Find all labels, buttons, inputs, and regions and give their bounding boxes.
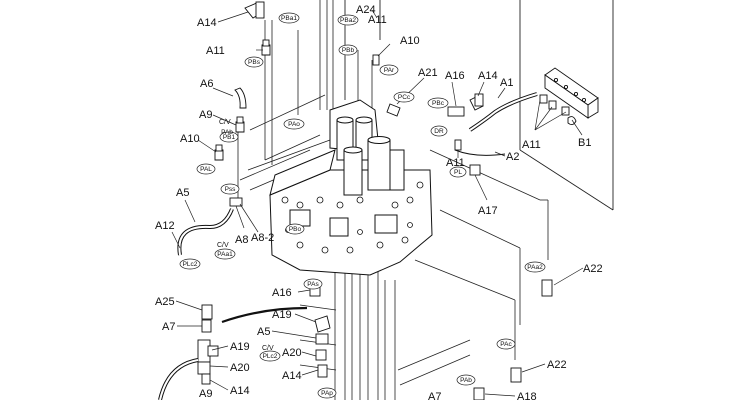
port-label-pba1: PBa1: [281, 15, 297, 22]
port-label-dr: DR: [434, 128, 444, 135]
callout-a16-top: A16: [445, 70, 465, 82]
port-label-pap: PAp: [321, 390, 333, 397]
port-oval-shapes: [179, 12, 546, 399]
callout-a7-left: A7: [162, 321, 175, 333]
callout-a25: A25: [155, 296, 175, 308]
callout-a16-mid: A16: [272, 287, 292, 299]
callout-cv-mid: C/V: [217, 242, 229, 249]
callout-a1: A1: [500, 77, 513, 89]
callout-b1: B1: [578, 137, 591, 149]
callout-a11-right: A11: [522, 139, 541, 151]
port-label-pab-low: PAb: [460, 377, 472, 384]
hose-assemblies: [158, 92, 538, 400]
callout-a8: A8: [235, 234, 248, 246]
port-label-plc2-left: PLc2: [183, 261, 198, 268]
port-label-par: PAr: [384, 67, 395, 74]
callout-a11-top: A11: [368, 14, 387, 26]
port-label-plc2-mid: PLc2: [263, 353, 278, 360]
callout-a14-top: A14: [197, 17, 217, 29]
callout-a14-right: A14: [478, 70, 498, 82]
callout-a22-bottom: A22: [547, 359, 567, 371]
callout-a17: A17: [478, 205, 498, 217]
callout-a10-left: A10: [180, 133, 200, 145]
part-callouts: A14 A24 A11 A11 A10 A6 A21 A16 A14 A1 A9…: [155, 4, 603, 400]
port-label-pbs: PBs: [248, 59, 261, 66]
port-label-pbc: PBc: [432, 100, 445, 107]
port-label-pab: PAb: [221, 129, 233, 136]
callout-a9-left: A9: [199, 109, 212, 121]
callout-a5-left: A5: [176, 187, 189, 199]
control-valve-body: [269, 99, 433, 276]
callout-cv-upper: C/V: [219, 119, 231, 126]
port-label-pl: PL: [454, 169, 462, 176]
port-labels: PBa1 PBa2 PBb PBs PAr PCc PBc PB1 PAb PA…: [183, 15, 544, 397]
port-label-pas: PAs: [307, 281, 319, 288]
callout-a14-mid: A14: [282, 370, 302, 382]
manifold-block-b1: [539, 67, 599, 126]
callout-a8-2: A8-2: [251, 232, 274, 244]
port-label-pbo: PBo: [289, 226, 302, 233]
callout-a2: A2: [506, 151, 519, 163]
port-label-paa2: PAa2: [527, 264, 543, 271]
callout-a19-left: A19: [230, 341, 250, 353]
port-label-pac: PAc: [500, 341, 512, 348]
callout-a11-mid: A11: [446, 157, 465, 169]
port-label-pbb: PBb: [342, 47, 355, 54]
callout-a20-left: A20: [230, 362, 250, 374]
callout-a18: A18: [517, 391, 537, 400]
callout-a22-top: A22: [583, 263, 603, 275]
port-label-paa1: PAa1: [217, 251, 233, 258]
port-label-pao: PAo: [288, 121, 300, 128]
fittings: [197, 1, 553, 400]
callout-a12: A12: [155, 220, 175, 232]
callout-a21: A21: [418, 67, 438, 79]
callout-cv-low: C/V: [262, 345, 274, 352]
port-label-pss: Pss: [225, 186, 237, 193]
callout-a14-left: A14: [230, 385, 250, 397]
callout-a7-bottom: A7: [428, 391, 441, 400]
port-label-pcc: PCc: [398, 94, 411, 101]
callout-a10-top: A10: [400, 35, 420, 47]
port-label-pb1: PB1: [223, 134, 236, 141]
callout-a6: A6: [200, 78, 213, 90]
callout-a20-mid: A20: [282, 347, 302, 359]
port-label-pba2: PBa2: [340, 17, 356, 24]
callout-a11-left: A11: [206, 45, 225, 57]
callout-a9-bottom: A9: [199, 388, 212, 400]
valve-port-holes: [281, 181, 424, 254]
callout-a24: A24: [356, 4, 376, 16]
port-label-pal: PAL: [200, 166, 212, 173]
callout-a5-mid: A5: [257, 326, 270, 338]
callout-a19-mid: A19: [272, 309, 292, 321]
